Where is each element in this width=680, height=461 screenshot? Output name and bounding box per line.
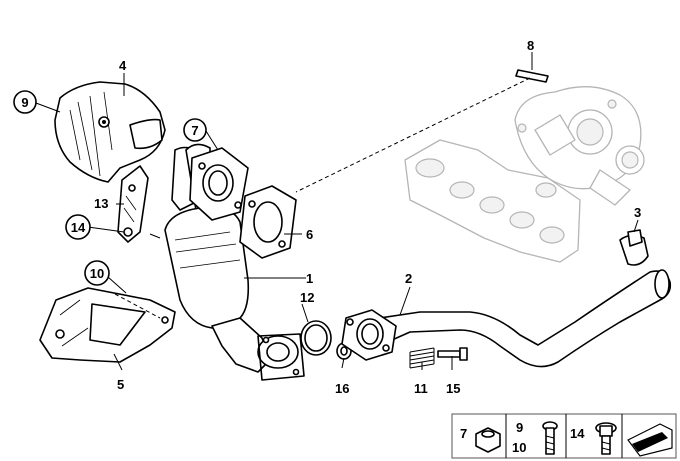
exhaust-pipe-part xyxy=(341,269,672,368)
callout-15: 15 xyxy=(446,381,460,396)
svg-text:6: 6 xyxy=(306,227,313,242)
svg-text:9: 9 xyxy=(21,95,28,110)
svg-text:2: 2 xyxy=(405,271,412,286)
svg-text:10: 10 xyxy=(90,266,104,281)
callout-8: 8 xyxy=(527,38,534,53)
callout-7: 7 xyxy=(183,118,207,142)
callout-5: 5 xyxy=(117,377,124,392)
heat-shield-part xyxy=(54,81,166,183)
svg-text:16: 16 xyxy=(335,381,349,396)
callout-11: 11 xyxy=(414,381,428,396)
support-bracket-part xyxy=(39,287,176,363)
svg-text:5: 5 xyxy=(117,377,124,392)
bracket-part xyxy=(117,165,149,243)
stud-part xyxy=(515,69,549,83)
callout-14: 14 xyxy=(65,214,91,240)
spring-part xyxy=(409,347,435,369)
svg-text:3: 3 xyxy=(634,205,641,220)
legend-label-7: 7 xyxy=(460,426,467,441)
gasket-part xyxy=(239,185,297,259)
callout-2: 2 xyxy=(405,271,412,286)
hex-nut-icon xyxy=(475,427,501,453)
turbocharger-manifold-ghost xyxy=(404,86,645,263)
bolt-icon xyxy=(542,421,558,455)
converter-flange-part xyxy=(189,147,249,221)
leader-lines xyxy=(35,52,639,371)
legend-label-9: 9 xyxy=(516,420,523,435)
svg-text:11: 11 xyxy=(414,381,428,396)
fastener-legend: 7 9 10 14 xyxy=(451,413,677,459)
bolt-part xyxy=(437,347,468,361)
callout-13: 13 xyxy=(94,196,108,211)
legend-label-14: 14 xyxy=(570,426,585,441)
diagram-id-arrow-icon xyxy=(627,423,673,457)
clamp-part xyxy=(619,229,649,266)
seal-ring-part xyxy=(300,320,332,356)
svg-text:12: 12 xyxy=(300,290,314,305)
callout-16: 16 xyxy=(335,381,349,396)
callout-9: 9 xyxy=(13,90,37,114)
callout-12: 12 xyxy=(300,290,314,305)
svg-text:14: 14 xyxy=(71,220,86,235)
svg-text:8: 8 xyxy=(527,38,534,53)
legend-label-10: 10 xyxy=(512,440,526,455)
flange-bolt-icon xyxy=(595,422,617,455)
svg-text:1: 1 xyxy=(306,271,313,286)
callout-4: 4 xyxy=(119,58,127,73)
callout-1: 1 xyxy=(306,271,313,286)
svg-text:15: 15 xyxy=(446,381,460,396)
callout-10: 10 xyxy=(84,260,110,286)
svg-text:13: 13 xyxy=(94,196,108,211)
svg-text:7: 7 xyxy=(191,123,198,138)
callout-3: 3 xyxy=(634,205,641,220)
callout-6: 6 xyxy=(306,227,313,242)
svg-text:4: 4 xyxy=(119,58,127,73)
